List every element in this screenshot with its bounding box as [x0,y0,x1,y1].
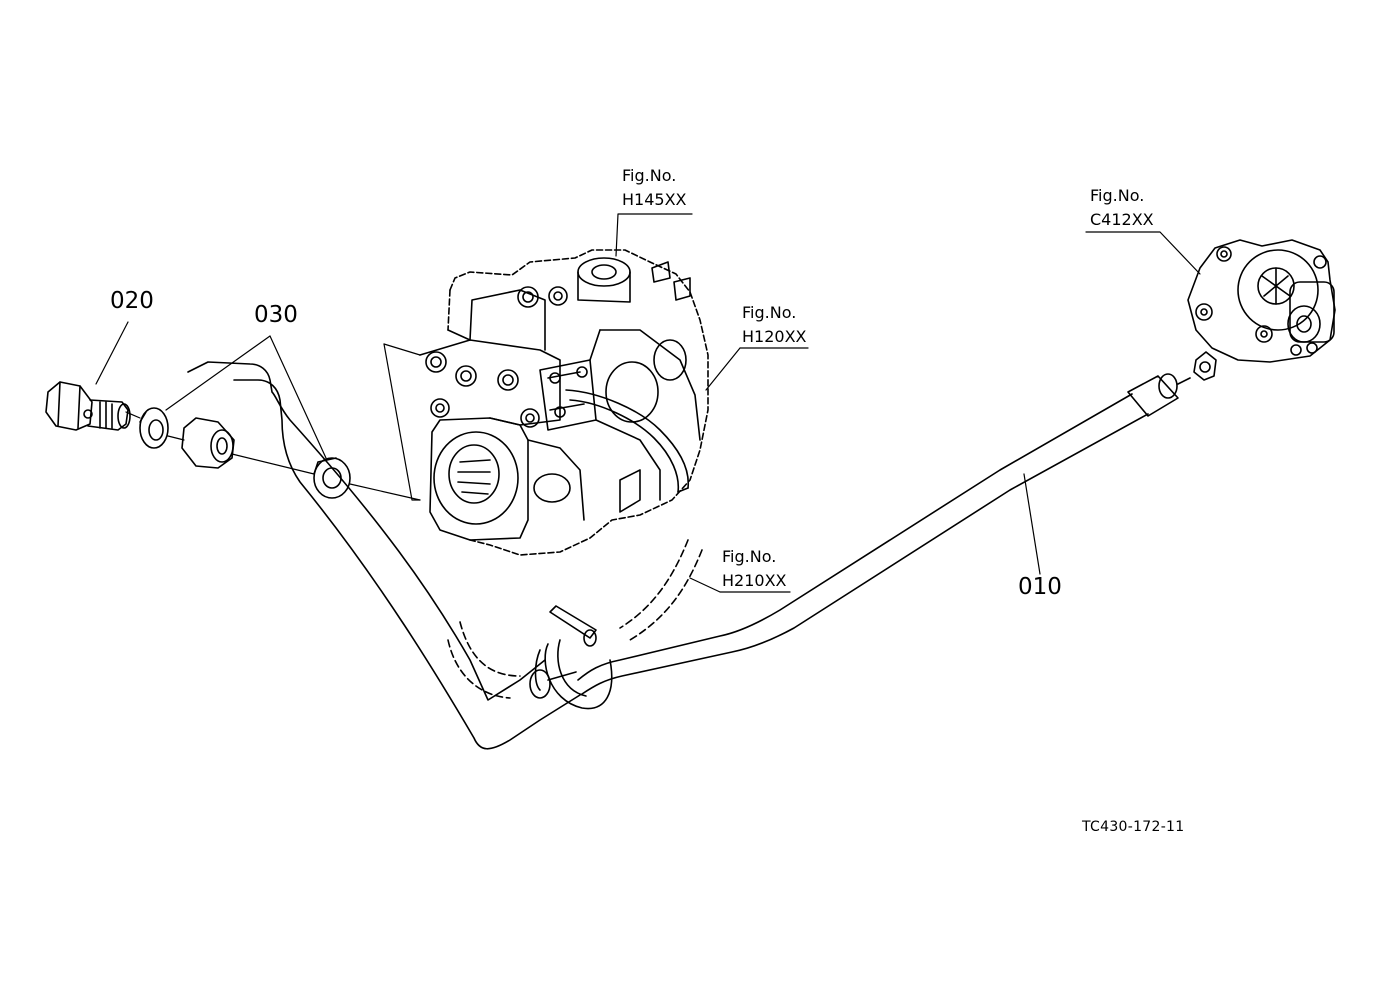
figref-h210-code: H210XX [722,571,787,590]
leader-h145 [615,213,693,257]
figref-h120-prefix: Fig.No. [742,303,797,322]
drawing-code: TC430-172-11 [1082,819,1185,835]
part-label-030: 030 [254,302,298,328]
figref-h120-code: H120XX [742,327,807,346]
leader-020 [95,321,129,385]
leader-030-b [269,335,327,459]
part-030-washers [139,407,351,499]
figref-h145-code: H145XX [622,190,687,209]
alignment-lines [125,343,421,501]
leader-010 [1023,473,1041,575]
leader-h120 [705,347,809,391]
pipe-010 [187,361,1191,750]
part-label-020: 020 [110,288,154,314]
figref-h210-prefix: Fig.No. [722,547,777,566]
leader-h210 [689,577,791,593]
leader-030-a [165,335,271,411]
figref-c412-code: C412XX [1090,210,1154,229]
part-label-010: 010 [1018,574,1062,600]
hydraulic-pump-assembly [419,249,709,556]
leader-c412 [1085,231,1201,275]
figref-c412-prefix: Fig.No. [1090,186,1145,205]
adjacent-pipe-dashed [447,539,703,699]
steering-unit-assembly [1187,239,1336,381]
figref-h145-prefix: Fig.No. [622,166,677,185]
banjo-eye-fitting [181,417,235,469]
part-020-banjo-bolt [45,381,131,431]
leader-lines [95,213,1201,593]
